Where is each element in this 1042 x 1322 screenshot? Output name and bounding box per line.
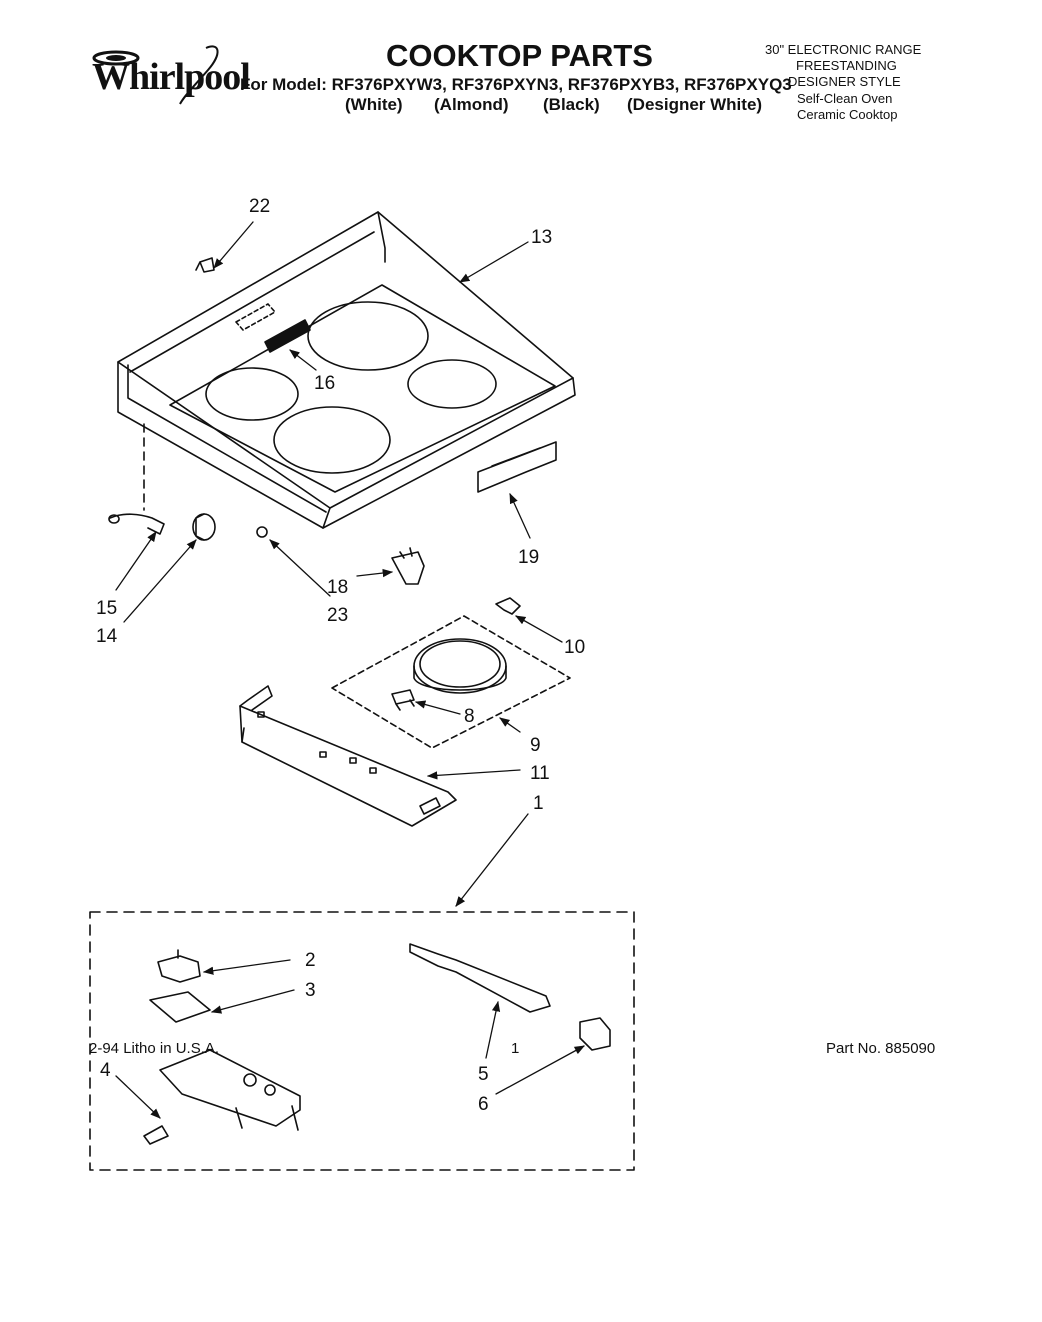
callout-19: 19 xyxy=(518,547,539,568)
callout-6: 6 xyxy=(478,1094,489,1115)
color-black: (Black) xyxy=(543,95,600,114)
callout-22: 22 xyxy=(249,196,270,217)
part-15-wire xyxy=(108,513,165,535)
callout-18: 18 xyxy=(327,577,348,598)
part-8-limiter xyxy=(391,689,415,711)
callout-23: 23 xyxy=(327,605,348,626)
callout-16: 16 xyxy=(314,373,335,394)
footer-part-number: Part No. 885090 xyxy=(826,1040,936,1057)
part-19-bracket xyxy=(477,441,557,493)
callout-5: 5 xyxy=(478,1064,489,1085)
part-6-connector xyxy=(579,1017,611,1051)
callout-2: 2 xyxy=(305,950,316,971)
part-5-bracket xyxy=(409,943,551,1013)
kit-dashed-box xyxy=(89,911,635,1171)
part-22-clip xyxy=(195,257,215,273)
callout-9: 9 xyxy=(530,735,541,756)
color-designer-white: (Designer White) xyxy=(627,95,763,114)
part-control-board xyxy=(159,1049,301,1131)
control-panel-overlay xyxy=(264,319,311,353)
callout-3: 3 xyxy=(305,980,316,1001)
burner-front-large xyxy=(273,406,391,474)
callout-13: 13 xyxy=(531,227,552,248)
footer-page-number: 1 xyxy=(511,1040,520,1057)
burner-front-left xyxy=(205,367,299,421)
part-2-relay xyxy=(157,949,201,983)
callout-arrows xyxy=(115,221,585,1119)
callout-14: 14 xyxy=(96,626,118,647)
element-dashed-outline xyxy=(331,615,571,749)
part-14-bushing xyxy=(192,513,216,541)
footer-litho: 2-94 Litho in U.S.A. xyxy=(89,1040,220,1057)
callout-15: 15 xyxy=(96,598,117,619)
whirlpool-logo xyxy=(92,45,219,105)
callout-4: 4 xyxy=(100,1060,111,1081)
burner-rear-far-right xyxy=(407,359,497,409)
spec-line-2: FREESTANDING xyxy=(796,58,897,73)
part-10-clip xyxy=(495,597,521,615)
model-line: For Model: RF376PXYW3, RF376PXYN3, RF376… xyxy=(240,75,792,94)
spec-line-3: DESIGNER STYLE xyxy=(788,74,901,89)
brand-wordmark: Whirlpool xyxy=(92,56,251,98)
callout-1: 1 xyxy=(533,793,544,814)
page-title: COOKTOP PARTS xyxy=(386,38,653,73)
part-3-insulator xyxy=(149,991,211,1023)
part-9-radiant-element xyxy=(413,638,507,694)
spec-line-4: Self-Clean Oven xyxy=(797,91,893,106)
callout-8: 8 xyxy=(464,706,475,727)
part-11-support-channel xyxy=(239,685,457,827)
part-23-nut xyxy=(256,526,268,538)
burner-rear-right xyxy=(307,301,429,371)
color-white: (White) xyxy=(345,95,403,114)
callout-11: 11 xyxy=(530,763,550,784)
color-almond: (Almond) xyxy=(434,95,509,114)
spec-line-5: Ceramic Cooktop xyxy=(797,107,898,122)
part-18-switch xyxy=(391,547,425,585)
spec-line-1: 30" ELECTRONIC RANGE xyxy=(765,42,922,57)
cooktop-glass-assembly xyxy=(117,211,576,529)
callout-10: 10 xyxy=(564,637,585,658)
part-4-tab xyxy=(143,1125,169,1145)
